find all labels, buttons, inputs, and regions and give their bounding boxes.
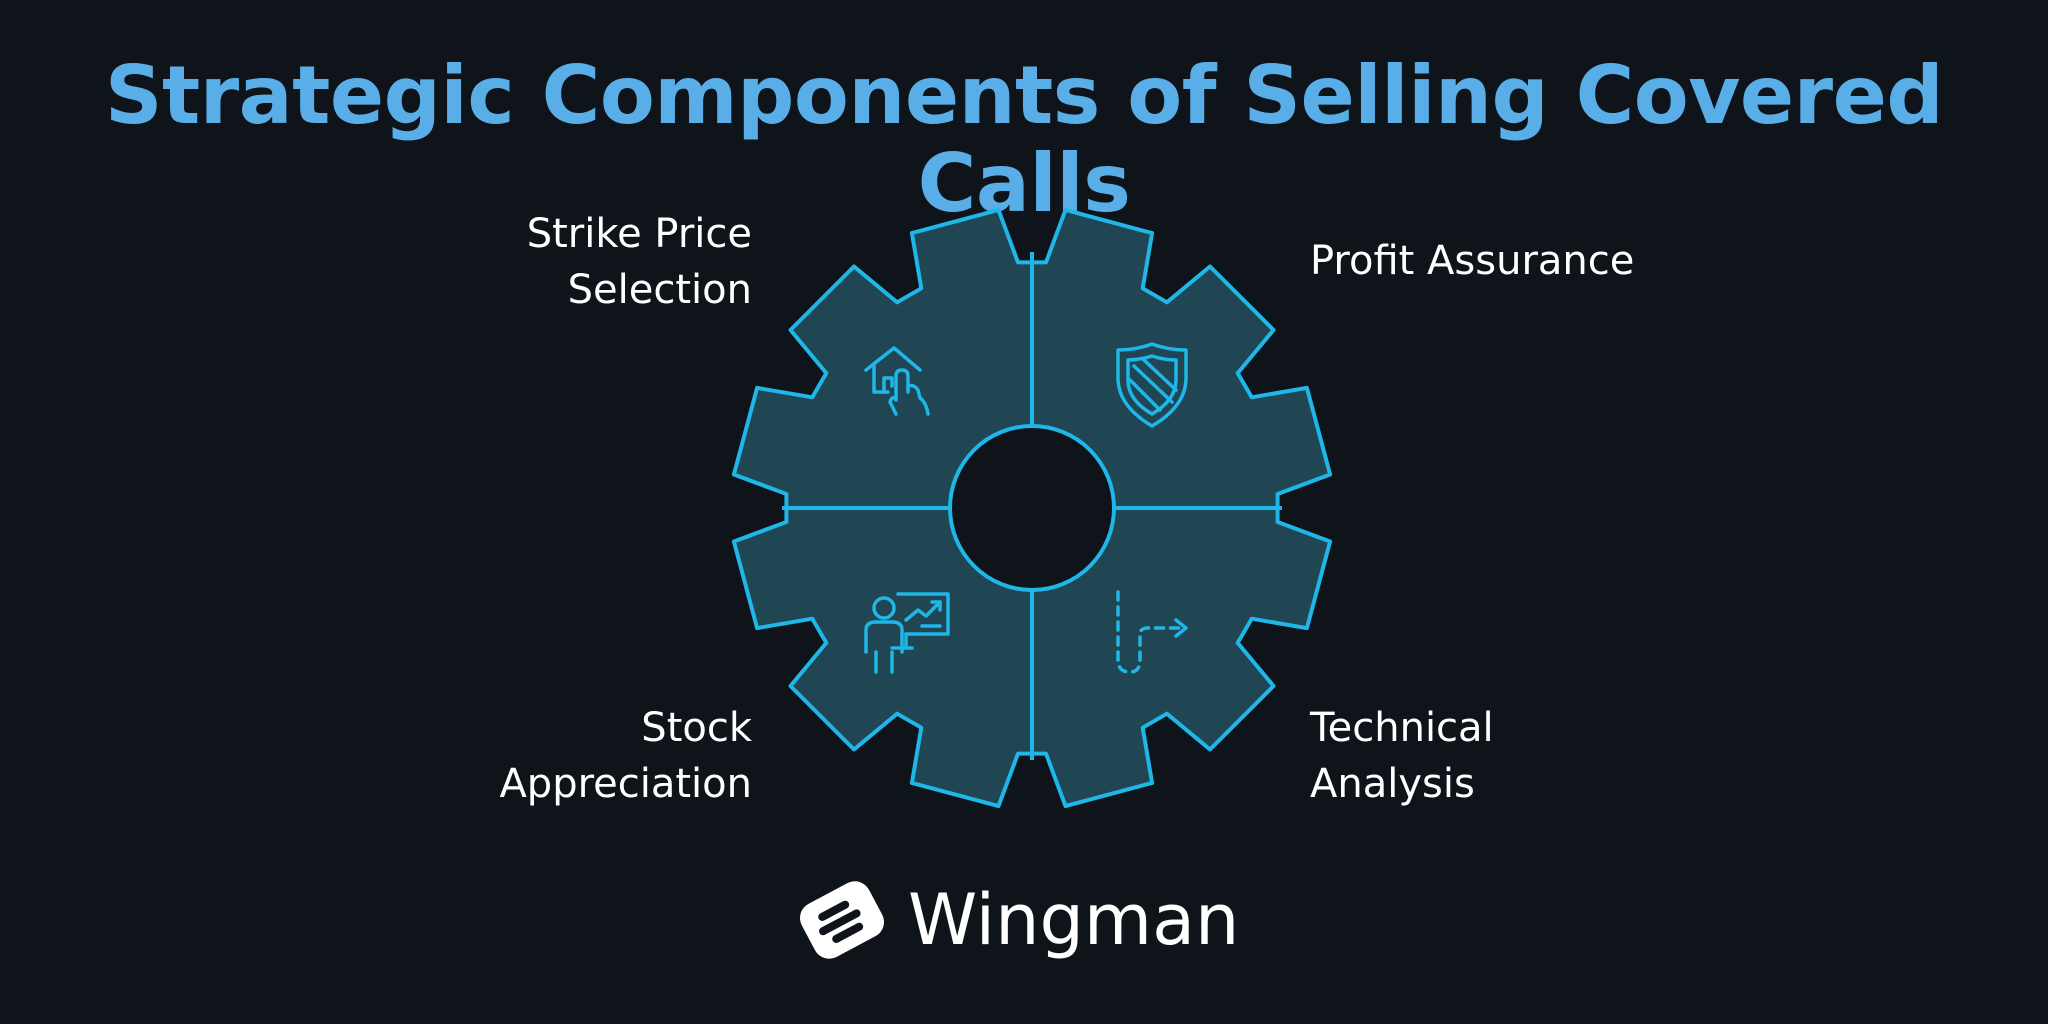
presenter-chart-icon (864, 592, 950, 674)
hand-tap-house-icon (864, 346, 930, 416)
gear-hub (948, 424, 1116, 592)
label-line: Stock (641, 705, 752, 751)
wingman-logo: Wingman (798, 876, 1239, 964)
wingman-logo-mark-icon (800, 881, 884, 959)
dashed-route-arrow-icon (1116, 590, 1188, 674)
label-stock-appreciation: Stock Appreciation (400, 700, 752, 812)
wingman-logo-text: Wingman (908, 879, 1240, 961)
label-strike-price-selection: Strike Price Selection (400, 206, 752, 318)
label-technical-analysis: Technical Analysis (1310, 700, 1810, 812)
label-line: Selection (567, 267, 752, 313)
page-title: Strategic Components of Selling Covered … (104, 49, 1944, 230)
label-line: Profit Assurance (1310, 238, 1635, 284)
label-line: Technical (1310, 705, 1494, 751)
label-line: Strike Price (526, 211, 752, 257)
label-line: Appreciation (499, 761, 752, 807)
label-line: Analysis (1310, 761, 1475, 807)
label-profit-assurance: Profit Assurance (1310, 233, 1810, 289)
shield-icon (1116, 342, 1188, 428)
gear-dividers (782, 252, 1282, 760)
